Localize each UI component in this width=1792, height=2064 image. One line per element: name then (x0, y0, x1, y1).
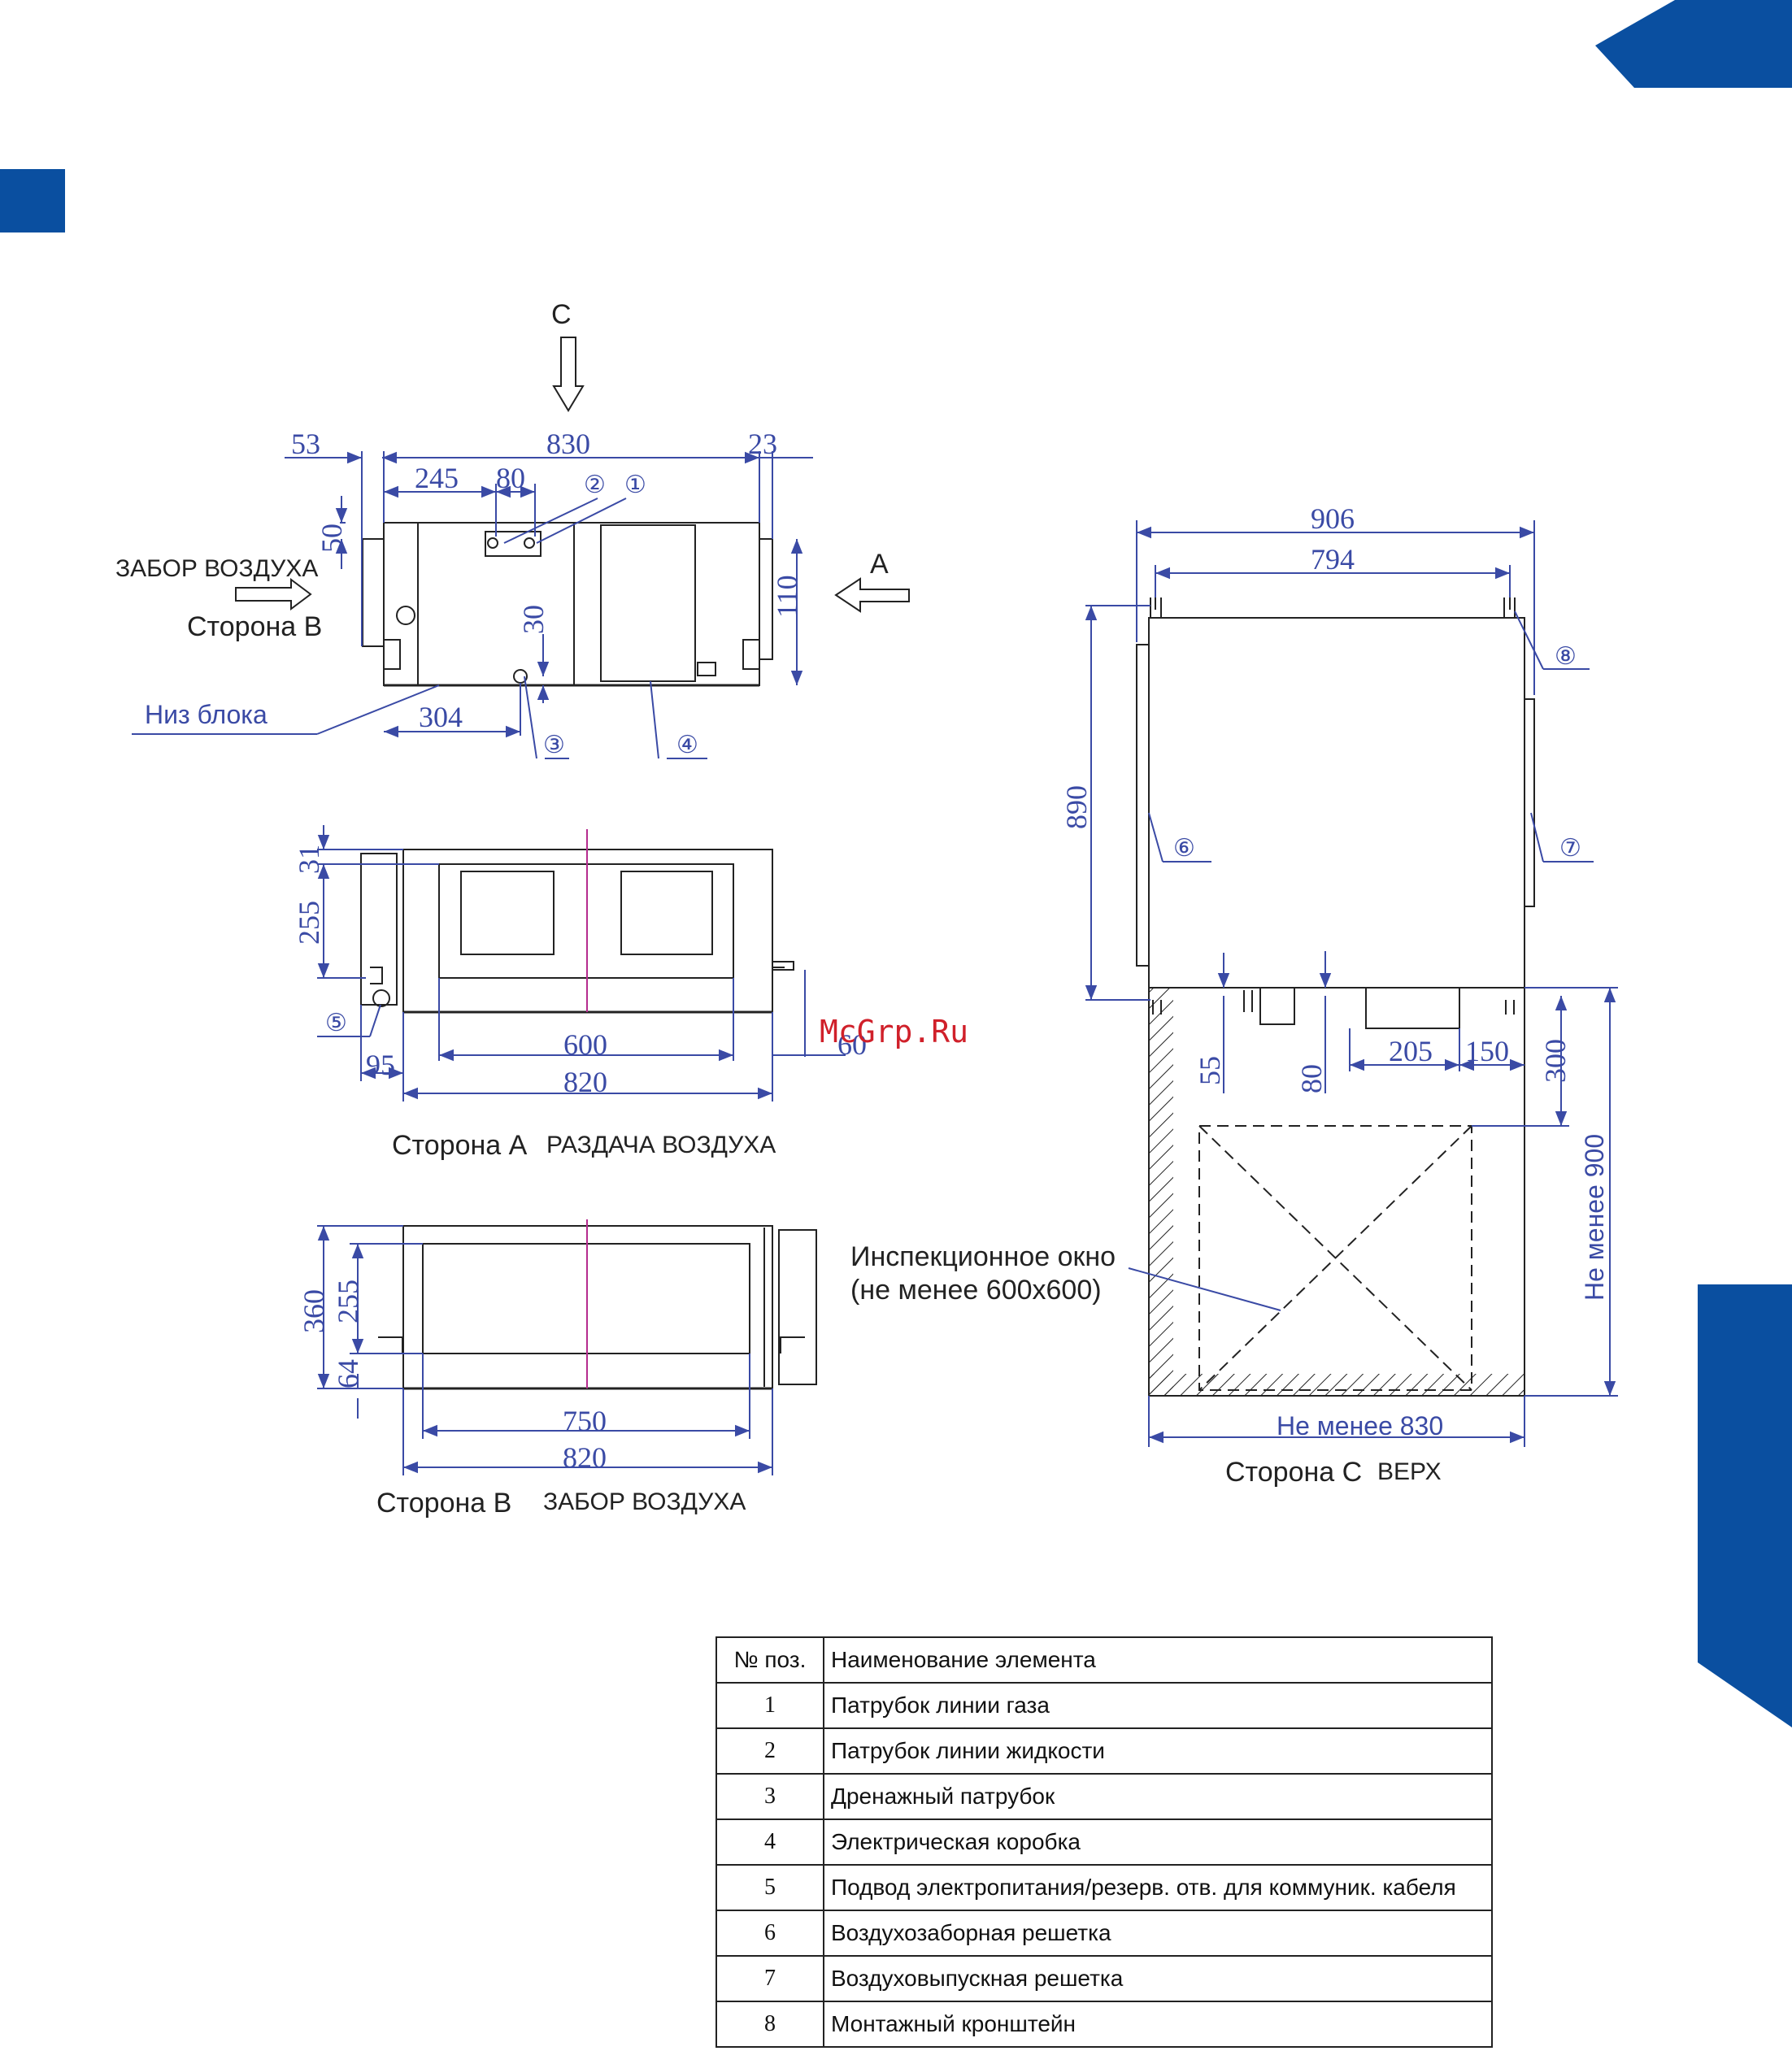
row-num: 4 (715, 1818, 824, 1866)
marker-4: ④ (676, 732, 698, 758)
marker-8: ⑧ (1555, 643, 1577, 670)
dim-255-a: 255 (293, 901, 325, 945)
row-name: Дренажный патрубок (823, 1773, 1493, 1820)
dim-30: 30 (517, 605, 550, 634)
row-name: Воздухозаборная решетка (823, 1910, 1493, 1957)
side-a-view (360, 849, 794, 1014)
header-num: № поз. (715, 1636, 824, 1684)
side-b-view (378, 1225, 817, 1390)
dim-95: 95 (366, 1049, 395, 1081)
unit-bottom-label: Низ блока (145, 700, 267, 729)
legend-header-row: № поз. Наименование элемента (715, 1636, 1493, 1684)
side-b-label: Сторона В (187, 611, 322, 642)
dim-53: 53 (291, 428, 320, 460)
section-marker (0, 169, 65, 232)
side-tab-shape (1698, 1284, 1792, 1727)
dim-31: 31 (293, 845, 325, 874)
dim-150: 150 (1465, 1035, 1509, 1067)
side-a-caption-text: РАЗДАЧА ВОЗДУХА (546, 1132, 776, 1158)
dim-80-top: 80 (496, 462, 525, 494)
marker-6: ⑥ (1173, 835, 1195, 862)
row-num: 6 (715, 1910, 824, 1957)
dim-255-b: 255 (332, 1280, 364, 1323)
row-name: Электрическая коробка (823, 1818, 1493, 1866)
dim-600: 600 (563, 1028, 607, 1061)
row-name: Монтажный кронштейн (823, 2001, 1493, 2048)
row-name: Патрубок линии газа (823, 1682, 1493, 1729)
dim-300: 300 (1539, 1039, 1572, 1083)
view-c-arrow (552, 337, 585, 412)
inspection-label-1: Инспекционное окно (850, 1241, 1116, 1272)
row-name: Воздуховыпускная решетка (823, 1955, 1493, 2002)
dim-906: 906 (1311, 502, 1355, 535)
dim-205: 205 (1389, 1035, 1433, 1067)
side-b-caption-text: ЗАБОР ВОЗДУХА (543, 1488, 746, 1515)
view-a-arrow (834, 577, 910, 613)
side-c-caption-text: ВЕРХ (1377, 1458, 1442, 1485)
intake-arrow (235, 578, 312, 611)
min-830-label: Не менее 830 (1277, 1411, 1443, 1440)
side-b-dimensions (317, 1225, 773, 1475)
min-900-label: Не менее 900 (1580, 1134, 1609, 1301)
view-c-label: C (551, 299, 572, 330)
dim-110: 110 (771, 575, 803, 618)
top-view (235, 337, 910, 687)
dim-80-c: 80 (1295, 1064, 1328, 1093)
top-c-view (1136, 597, 1535, 1397)
corner-tab-shape (1595, 0, 1792, 88)
dim-890: 890 (1060, 785, 1093, 829)
dim-360: 360 (298, 1289, 330, 1333)
marker-1: ① (624, 471, 646, 498)
dim-23: 23 (748, 428, 777, 460)
row-name: Подвод электропитания/резерв. отв. для к… (823, 1864, 1493, 1911)
side-a-dimensions (317, 825, 846, 1102)
dim-820-a: 820 (563, 1066, 607, 1098)
dim-245: 245 (415, 462, 459, 494)
marker-7: ⑦ (1559, 835, 1581, 862)
dim-830-top: 830 (546, 428, 590, 460)
top-view-dimensions (132, 451, 813, 759)
row-name: Патрубок линии жидкости (823, 1727, 1493, 1775)
side-a-caption: Сторона A (392, 1130, 528, 1161)
row-num: 1 (715, 1682, 824, 1729)
dim-820-b: 820 (563, 1441, 607, 1474)
air-intake-label: ЗАБОР ВОЗДУХА (115, 555, 318, 582)
dim-64: 64 (332, 1359, 364, 1388)
dim-794: 794 (1311, 543, 1355, 576)
row-num: 7 (715, 1955, 824, 2002)
row-num: 3 (715, 1773, 824, 1820)
watermark: McGrp.Ru (820, 1014, 968, 1049)
top-c-dimensions (1085, 520, 1618, 1447)
marker-3: ③ (543, 732, 565, 758)
row-num: 2 (715, 1727, 824, 1775)
row-num: 8 (715, 2001, 824, 2048)
marker-5: ⑤ (325, 1010, 347, 1036)
dim-750: 750 (563, 1405, 607, 1437)
inspection-window (1198, 1125, 1472, 1391)
dim-55: 55 (1194, 1056, 1226, 1085)
dim-60: 60 (837, 1028, 867, 1061)
row-num: 5 (715, 1864, 824, 1911)
marker-2: ② (584, 471, 606, 498)
side-c-caption: Сторона С (1225, 1457, 1362, 1488)
header-name: Наименование элемента (823, 1636, 1493, 1684)
inspection-label-2: (не менее 600х600) (850, 1275, 1102, 1306)
view-a-label: A (870, 549, 889, 580)
dim-50: 50 (315, 524, 348, 553)
dim-304: 304 (419, 701, 463, 733)
side-b-caption: Сторона B (376, 1488, 511, 1519)
